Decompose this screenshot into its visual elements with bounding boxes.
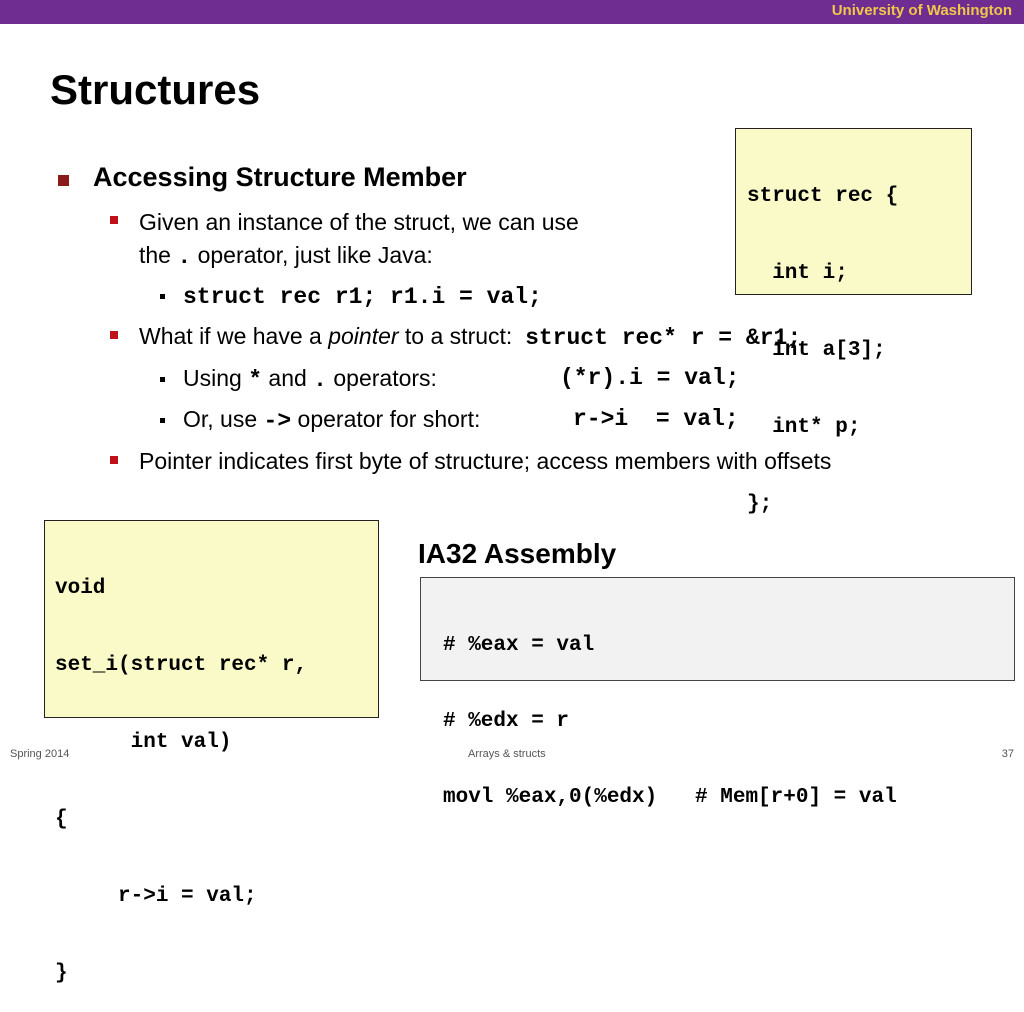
code-line: # %eax = val [443,634,595,657]
footer-topic: Arrays & structs [468,748,546,760]
code-line: int* p; [747,416,861,439]
code-line: } [55,962,68,985]
text-fragment: to a struct: [398,323,526,349]
code-line: { [55,808,68,831]
sub-bullet-offsets: Pointer indicates first byte of structur… [139,448,832,474]
code-struct-instance: struct rec r1; r1.i = val; [183,284,542,310]
footer-page-number: 37 [1001,748,1014,760]
code-line: set_i(struct rec* r, [55,654,308,677]
sub-bullet-instance-line1: Given an instance of the struct, we can … [139,209,579,235]
dot-operator: . [313,367,327,393]
text-fragment: operators: [326,365,437,391]
bullet-square-icon [58,175,69,186]
arrow-operator: -> [263,408,292,434]
slide-title: Structures [50,66,261,113]
text-fragment: Using [183,365,249,391]
code-deref-access: (*r).i = val; [560,365,740,391]
italic-word: pointer [328,323,399,349]
bullet-square-icon [110,456,118,464]
code-line: movl %eax,0(%edx) # Mem[r+0] = val [443,786,897,809]
text-fragment: What if we have a [139,323,329,349]
text-fragment: the [139,242,178,268]
code-arrow-access: r->i = val; [573,406,739,432]
text-fragment: Or, use [183,406,264,432]
function-code-box: void set_i(struct rec* r, int val) { r->… [44,520,379,985]
code-line: struct rec { [747,185,899,208]
bullet-accessing-member: Accessing Structure Member [93,162,467,192]
text-fragment: operator for short: [291,406,481,432]
footer-term: Spring 2014 [10,748,70,760]
struct-definition-box: struct rec { int i; int a[3]; int* p; }; [735,128,972,516]
bullet-square-icon [160,377,165,382]
assembly-heading: IA32 Assembly [418,538,617,569]
code-line: int i; [747,262,848,285]
header-bar: University of Washington [0,0,1024,24]
bullet-square-icon [160,418,165,423]
code-line: }; [747,493,773,516]
sub-bullet-instance-line2: the . operator, just like Java: [139,242,433,270]
code-line: int val) [55,731,232,754]
code-line: int a[3]; [747,339,886,362]
sub-bullet-arrow-op: Or, use -> operator for short: [183,406,480,434]
code-line: void [55,577,106,600]
text-fragment: operator, just like Java: [191,242,433,268]
code-pointer-decl: struct rec* r = &r1; [525,325,802,351]
dot-operator: . [177,244,192,270]
bullet-square-icon [110,216,118,224]
sub-bullet-pointer: What if we have a pointer to a struct: s… [139,323,801,351]
sub-bullet-using-ops: Using * and . operators: [183,365,437,393]
text-fragment: and [262,365,314,391]
assembly-code-box: # %eax = val # %edx = r movl %eax,0(%edx… [420,577,1015,809]
institution-label: University of Washington [831,2,1012,19]
bullet-square-icon [160,294,165,299]
star-operator: * [248,367,263,393]
code-line: # %edx = r [443,710,570,733]
bullet-square-icon [110,331,118,339]
code-line: r->i = val; [55,885,257,908]
